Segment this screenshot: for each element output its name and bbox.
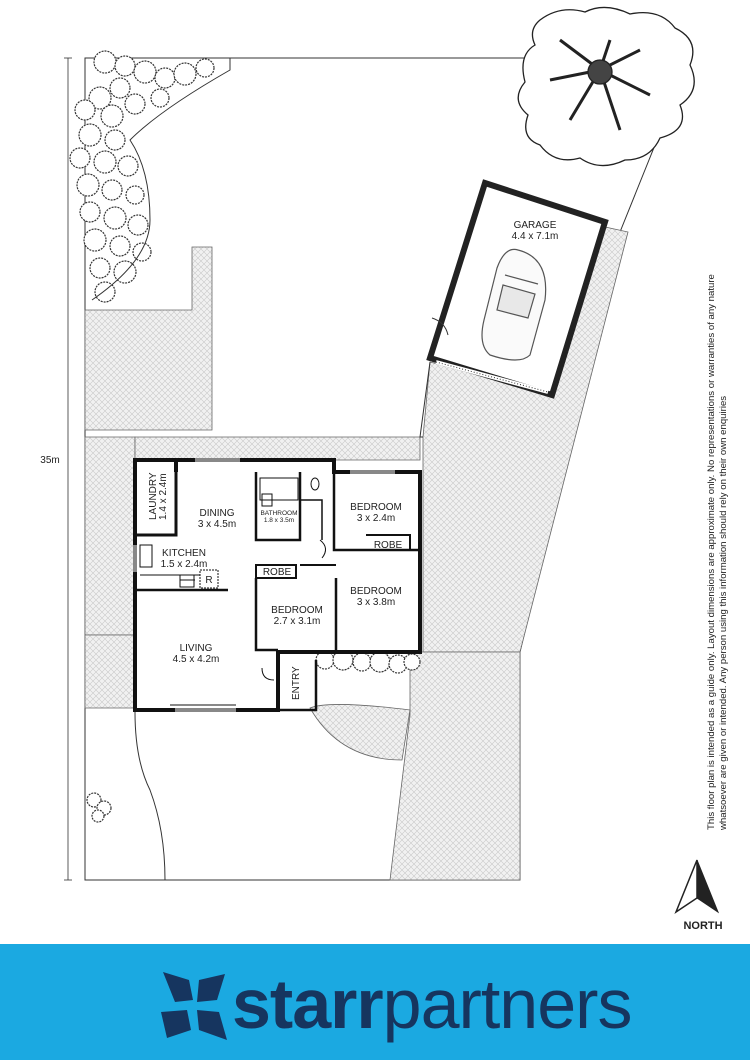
- brand-logo-icon: [161, 972, 227, 1040]
- brand-bar: starrpartners: [0, 944, 750, 1060]
- bedroom-3-size: 2.7 x 3.1m: [274, 616, 321, 627]
- car-icon: [481, 248, 547, 361]
- brand-name: starrpartners: [232, 964, 633, 1044]
- living-label: LIVING: [180, 643, 213, 654]
- tree: [517, 6, 695, 167]
- bedroom-1-size: 3 x 2.4m: [357, 513, 395, 524]
- laundry-size: 1.4 x 2.4m: [158, 473, 169, 520]
- garage-size: 4.4 x 7.1m: [512, 231, 559, 242]
- living-size: 4.5 x 4.2m: [173, 654, 220, 665]
- north-label: NORTH: [683, 920, 722, 932]
- kitchen-size: 1.5 x 2.4m: [161, 559, 208, 570]
- entry-label: ENTRY: [291, 666, 302, 700]
- bedroom-2-size: 3 x 3.8m: [357, 597, 395, 608]
- dining-size: 3 x 4.5m: [198, 519, 236, 530]
- paved-area: [84, 224, 629, 881]
- robe-2-label: ROBE: [263, 567, 292, 578]
- bedroom-3-label: BEDROOM: [271, 605, 323, 616]
- bedroom-2-label: BEDROOM: [350, 586, 402, 597]
- bedroom-1-label: BEDROOM: [350, 502, 402, 513]
- bathroom-label: BATHROOM: [260, 510, 297, 517]
- floor-plan: GARAGE 4.4 x 7.1m LAUNDRY: [40, 6, 723, 932]
- dining-label: DINING: [200, 508, 235, 519]
- brand-name-part-1: starr: [232, 965, 384, 1043]
- laundry-label: LAUNDRY: [148, 472, 159, 520]
- dimension-line: [64, 57, 72, 881]
- house: [133, 458, 422, 712]
- site-length-label: 35m: [40, 455, 59, 466]
- disclaimer: This floor plan is intended as a guide o…: [706, 230, 730, 830]
- garage-label: GARAGE: [514, 220, 557, 231]
- disclaimer-line-1: This floor plan is intended as a guide o…: [706, 274, 717, 830]
- kitchen-label: KITCHEN: [162, 548, 206, 559]
- disclaimer-line-2: whatsoever are given or intended. Any pe…: [718, 395, 729, 830]
- garage: GARAGE 4.4 x 7.1m: [426, 179, 609, 399]
- fridge-label: R: [205, 575, 212, 586]
- shrub-hedge: [69, 50, 215, 303]
- bathroom-size: 1.8 x 3.5m: [264, 517, 294, 524]
- robe-1-label: ROBE: [374, 540, 403, 551]
- brand-name-part-2: partners: [382, 965, 633, 1043]
- north-arrow-icon: [674, 859, 720, 914]
